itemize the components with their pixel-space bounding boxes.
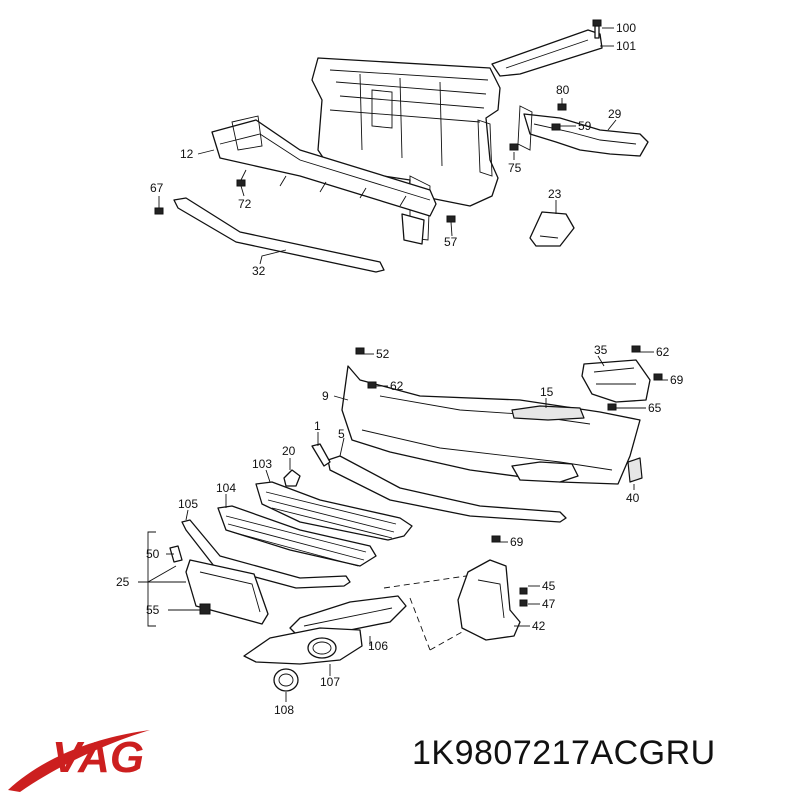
callout-100: 100 <box>616 21 636 35</box>
grille-104 <box>217 505 377 567</box>
callout-47: 47 <box>542 597 556 611</box>
callout-105: 105 <box>178 497 198 511</box>
bracket-42 <box>457 559 528 641</box>
callout-62a: 62 <box>390 379 404 393</box>
logo-swoosh <box>8 730 150 792</box>
callout-52: 52 <box>376 347 390 361</box>
clip-20 <box>283 469 301 487</box>
callout-45: 45 <box>542 579 556 593</box>
callout-62b: 62 <box>656 345 670 359</box>
callout-5: 5 <box>338 427 345 441</box>
callout-103: 103 <box>252 457 272 471</box>
bolt-100 <box>592 19 602 39</box>
callout-80: 80 <box>556 83 570 97</box>
lower-strip-32 <box>173 197 385 273</box>
bumper-beam-12 <box>211 115 437 245</box>
callout-65: 65 <box>648 401 662 415</box>
callout-69b: 69 <box>510 535 524 549</box>
trim-strip-105 <box>181 519 351 589</box>
strip-1 <box>311 443 331 467</box>
callout-108: 108 <box>274 703 294 717</box>
lock-carrier <box>311 57 501 241</box>
grille-103 <box>255 481 413 541</box>
bumper-cover-9 <box>341 365 641 485</box>
callout-32: 32 <box>252 264 266 278</box>
callout-57: 57 <box>444 235 458 249</box>
callout-101: 101 <box>616 39 636 53</box>
callout-59: 59 <box>578 119 592 133</box>
license-plate-bracket-25 <box>169 545 269 625</box>
trim-15 <box>511 405 585 421</box>
part-number: 1K9807217ACGRU <box>412 734 716 772</box>
callout-29: 29 <box>608 107 622 121</box>
dashed-reference-lines <box>383 575 467 651</box>
callout-23: 23 <box>548 187 562 201</box>
callout-25: 25 <box>116 575 130 589</box>
side-cap-40 <box>627 457 643 483</box>
callout-55: 55 <box>146 603 160 617</box>
callout-35: 35 <box>594 343 608 357</box>
callout-67: 67 <box>150 181 164 195</box>
callout-12: 12 <box>180 147 194 161</box>
callout-15: 15 <box>540 385 554 399</box>
callout-40: 40 <box>626 491 640 505</box>
callout-104: 104 <box>216 481 236 495</box>
callout-107: 107 <box>320 675 340 689</box>
callout-75: 75 <box>508 161 522 175</box>
callout-42: 42 <box>532 619 546 633</box>
bracket-35 <box>581 359 651 403</box>
ring-108 <box>273 668 299 692</box>
cap-23 <box>529 211 575 247</box>
fog-cover-107 <box>243 627 363 665</box>
spoiler-lip-5 <box>327 455 567 523</box>
callout-20: 20 <box>282 444 296 458</box>
callout-50: 50 <box>146 547 160 561</box>
vag-logo: VAG <box>8 730 150 792</box>
leader-lines <box>138 27 668 702</box>
logo-text: VAG <box>52 733 144 782</box>
bracket-bracket-25 <box>147 531 156 627</box>
callout-72: 72 <box>238 197 252 211</box>
callout-1: 1 <box>314 419 321 433</box>
callout-labels: 100 101 80 29 59 75 12 67 72 23 57 32 52… <box>116 21 684 717</box>
callout-9: 9 <box>322 389 329 403</box>
callout-69a: 69 <box>670 373 684 387</box>
upper-bracket-101 <box>491 29 603 77</box>
callout-106: 106 <box>368 639 388 653</box>
